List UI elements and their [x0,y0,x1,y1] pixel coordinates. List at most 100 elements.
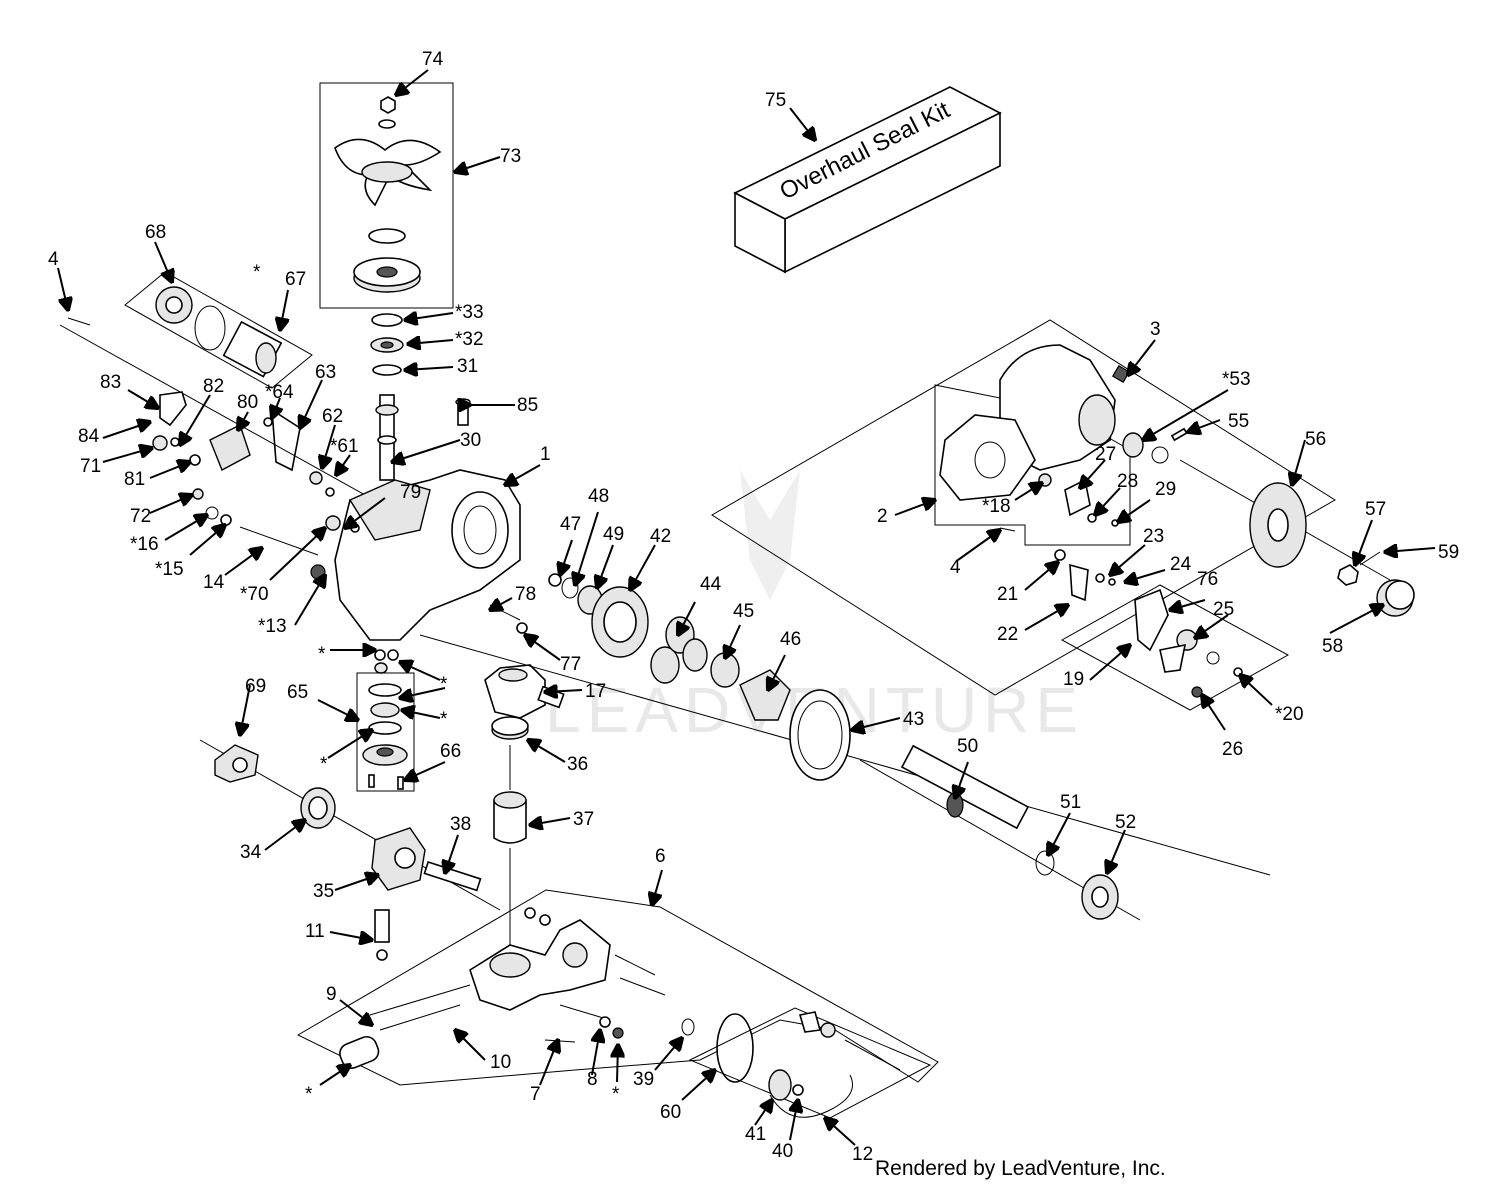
callout-62: 62 [322,406,343,427]
callout-56: 56 [1305,429,1326,450]
right-housing [711,319,1336,696]
callout-18: *18 [982,496,1011,517]
callout-1: 1 [540,444,551,465]
callout-77: 77 [560,654,581,675]
callout-arrows [57,69,1436,1146]
filter-assembly [124,271,313,389]
callout-36: 36 [567,754,588,775]
callout-star-2: * [318,644,326,665]
callout-58: 58 [1322,636,1343,657]
callout-32: *32 [455,329,484,350]
center-column [419,634,1271,945]
callout-71: 71 [80,456,101,477]
callout-60: 60 [660,1102,681,1123]
callout-labels: 74 73 75 68 4 * 67 *33 *32 31 3 *53 55 8… [48,49,1459,1165]
callout-50: 50 [957,736,978,757]
callout-64: *64 [265,382,294,403]
callout-70: *70 [240,584,269,605]
callout-47: 47 [560,514,581,535]
callout-star-3: * [440,674,448,695]
callout-star-1: * [253,262,261,283]
callout-23: 23 [1143,526,1164,547]
credit-text: Rendered by LeadVenture, Inc. [875,1157,1166,1180]
callout-53: *53 [1222,369,1251,390]
callout-45: 45 [733,601,754,622]
callout-7: 7 [530,1084,541,1105]
callout-4a: 4 [48,249,59,270]
callout-40: 40 [772,1141,793,1162]
charge-pump-group [356,672,415,792]
callout-33: *33 [455,302,484,323]
callout-13: *13 [258,616,287,637]
callout-16: *16 [130,534,159,555]
callout-37: 37 [573,809,594,830]
callout-26: 26 [1222,739,1243,760]
callout-75: 75 [765,90,786,111]
callout-19: 19 [1063,669,1084,690]
callout-76: 76 [1197,569,1218,590]
callout-84: 84 [78,426,100,447]
callout-25: 25 [1213,599,1234,620]
callout-17: 17 [585,681,606,702]
callout-83: 83 [100,372,121,393]
callout-15: *15 [155,559,184,580]
watermark-logo [740,470,800,600]
left-lower-parts [199,739,501,961]
callout-46: 46 [780,629,801,650]
callout-22: 22 [997,624,1018,645]
callout-72: 72 [130,506,151,527]
callout-star-6: * [305,1084,313,1105]
callout-38: 38 [450,814,471,835]
callout-41: 41 [745,1124,766,1145]
callout-73: 73 [500,146,521,167]
callout-44: 44 [700,574,722,595]
callout-8: 8 [587,1069,598,1090]
callout-82: 82 [203,376,224,397]
callout-57: 57 [1365,499,1386,520]
callout-20: *20 [1275,704,1304,725]
callout-34: 34 [240,842,262,863]
callout-12: 12 [852,1144,873,1165]
callout-10: 10 [490,1052,511,1073]
fan-pulley-assembly [319,82,454,309]
callout-11: 11 [305,921,325,942]
callout-star-4: * [440,709,448,730]
callout-29: 29 [1155,479,1176,500]
seal-kit-box: Overhaul Seal Kit [733,86,1002,274]
callout-9: 9 [326,984,337,1005]
callout-74: 74 [422,49,444,70]
axle-assembly [859,744,1141,921]
callout-6: 6 [655,846,666,867]
return-tube [688,1007,932,1119]
callout-14: 14 [203,572,225,593]
callout-31: 31 [457,356,478,377]
callout-80: 80 [237,392,258,413]
callout-65: 65 [287,682,308,703]
callout-67: 67 [285,269,306,290]
callout-79: 79 [400,482,421,503]
callout-28: 28 [1117,471,1138,492]
callout-78: 78 [515,584,536,605]
hub-assembly [1179,459,1415,617]
main-housing [334,398,521,674]
callout-85: 85 [517,395,538,416]
callout-61: *61 [330,436,359,457]
callout-66: 66 [440,741,461,762]
center-section [296,889,939,1086]
callout-star-5: * [320,754,328,775]
callout-star-7: * [612,1084,620,1105]
brake-assembly [1054,549,1290,711]
callout-52: 52 [1115,812,1136,833]
callout-39: 39 [633,1069,654,1090]
callout-43: 43 [903,709,924,730]
callout-69: 69 [245,676,266,697]
callout-24: 24 [1170,554,1192,575]
callout-35: 35 [313,881,334,902]
callout-68: 68 [145,222,166,243]
callout-2: 2 [877,506,888,527]
callout-4b: 4 [950,557,961,578]
callout-55: 55 [1228,411,1249,432]
input-shaft-stack [370,313,404,481]
